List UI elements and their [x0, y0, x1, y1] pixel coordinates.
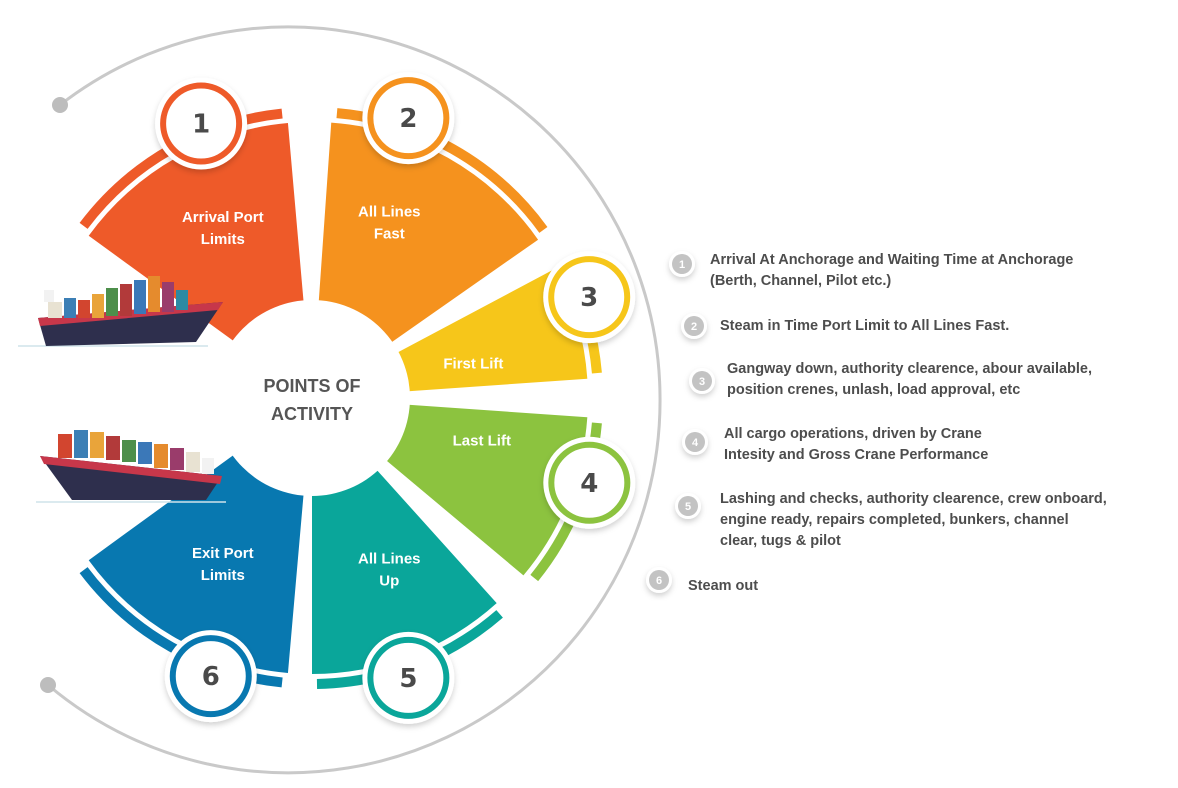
step-text-1-line1: Arrival At Anchorage and Waiting Time at… [710, 252, 1073, 268]
segment-label-1-line1: Arrival Port [182, 209, 264, 226]
step-item-2: 2 Steam in Time Port Limit to All Lines F… [681, 313, 1009, 339]
cargo-ship-icon-bottom [36, 430, 226, 503]
segment-number-badge-4: 4 [543, 436, 636, 529]
step-item-1: 1 Arrival At Anchorage and Waiting Time a… [669, 251, 1073, 289]
segment-wedge-2 [318, 122, 539, 344]
segment-number-5: 5 [399, 664, 417, 694]
segment-wedge-4 [384, 404, 588, 576]
segment-wedge-5 [312, 468, 497, 674]
step-item-3: 3 Gangway down, authority clearence, abou… [689, 361, 1092, 398]
step-number-3: 3 [699, 376, 705, 388]
center-circle [214, 300, 410, 496]
center-title-line1: POINTS OF [263, 376, 360, 396]
cargo-ship-icon-top [18, 276, 223, 347]
step-text-5-line3: clear, tugs & pilot [720, 533, 841, 549]
segment-number-2: 2 [399, 104, 417, 134]
step-text-4-line2: Intesity and Gross Crane Performance [724, 447, 988, 463]
step-text-5-line2: engine ready, repairs completed, bunkers… [720, 512, 1069, 528]
step-number-2: 2 [691, 321, 697, 333]
step-number-6: 6 [656, 575, 662, 587]
center-title-line2: ACTIVITY [271, 404, 353, 424]
segment-wedge-3 [395, 268, 588, 392]
segment-number-1: 1 [192, 110, 210, 140]
segment-number-4: 4 [580, 469, 598, 499]
steps-list: 1 Arrival At Anchorage and Waiting Time a… [646, 251, 1107, 594]
step-text-3-line1: Gangway down, authority clearence, abour… [727, 361, 1092, 377]
outer-arc [47, 25, 662, 775]
segment-label-6-line1: Exit Port [192, 545, 254, 562]
segment-label-2-line1: All Lines [358, 203, 421, 220]
segment-wedge-1 [88, 123, 304, 343]
step-text-4-line1: All cargo operations, driven by Crane [724, 426, 982, 442]
arc-end-dot-bottom [40, 677, 56, 693]
segment-number-badge-1: 1 [155, 77, 248, 170]
segment-wedge-6 [88, 453, 304, 673]
badges-layer: 1 2 3 4 5 6 [155, 72, 636, 724]
segment-number-badge-5: 5 [362, 631, 455, 724]
segment-number-badge-6: 6 [164, 630, 257, 723]
segment-label-5-line1: All Lines [358, 551, 421, 568]
arc-end-dot-top [52, 97, 68, 113]
step-text-1-line2: (Berth, Channel, Pilot etc.) [710, 273, 891, 289]
step-item-5: 5 Lashing and checks, authority clearence… [675, 491, 1107, 549]
step-text-3-line2: position crenes, unlash, load approval, … [727, 382, 1020, 398]
step-number-5: 5 [685, 501, 691, 513]
step-item-6: 6 Steam out [646, 567, 758, 594]
segment-number-6: 6 [202, 662, 220, 692]
step-text-6-line1: Steam out [688, 578, 758, 594]
step-item-4: 4 All cargo operations, driven by CraneIn… [682, 426, 988, 463]
segment-label-5-line2: Up [379, 573, 399, 590]
step-number-4: 4 [692, 437, 699, 449]
segment-label-4-line1: Last Lift [453, 432, 511, 449]
step-number-1: 1 [679, 259, 685, 271]
segment-label-6-line2: Limits [201, 567, 245, 584]
segment-number-badge-2: 2 [362, 72, 455, 165]
segment-label-2-line2: Fast [374, 225, 405, 242]
segment-number-3: 3 [580, 283, 598, 313]
segment-label-3-line1: First Lift [443, 356, 503, 373]
step-text-2-line1: Steam in Time Port Limit to All Lines Fa… [720, 318, 1009, 334]
step-text-5-line1: Lashing and checks, authority clearence,… [720, 491, 1107, 507]
segment-label-1-line2: Limits [201, 231, 245, 248]
segment-number-badge-3: 3 [543, 251, 636, 344]
